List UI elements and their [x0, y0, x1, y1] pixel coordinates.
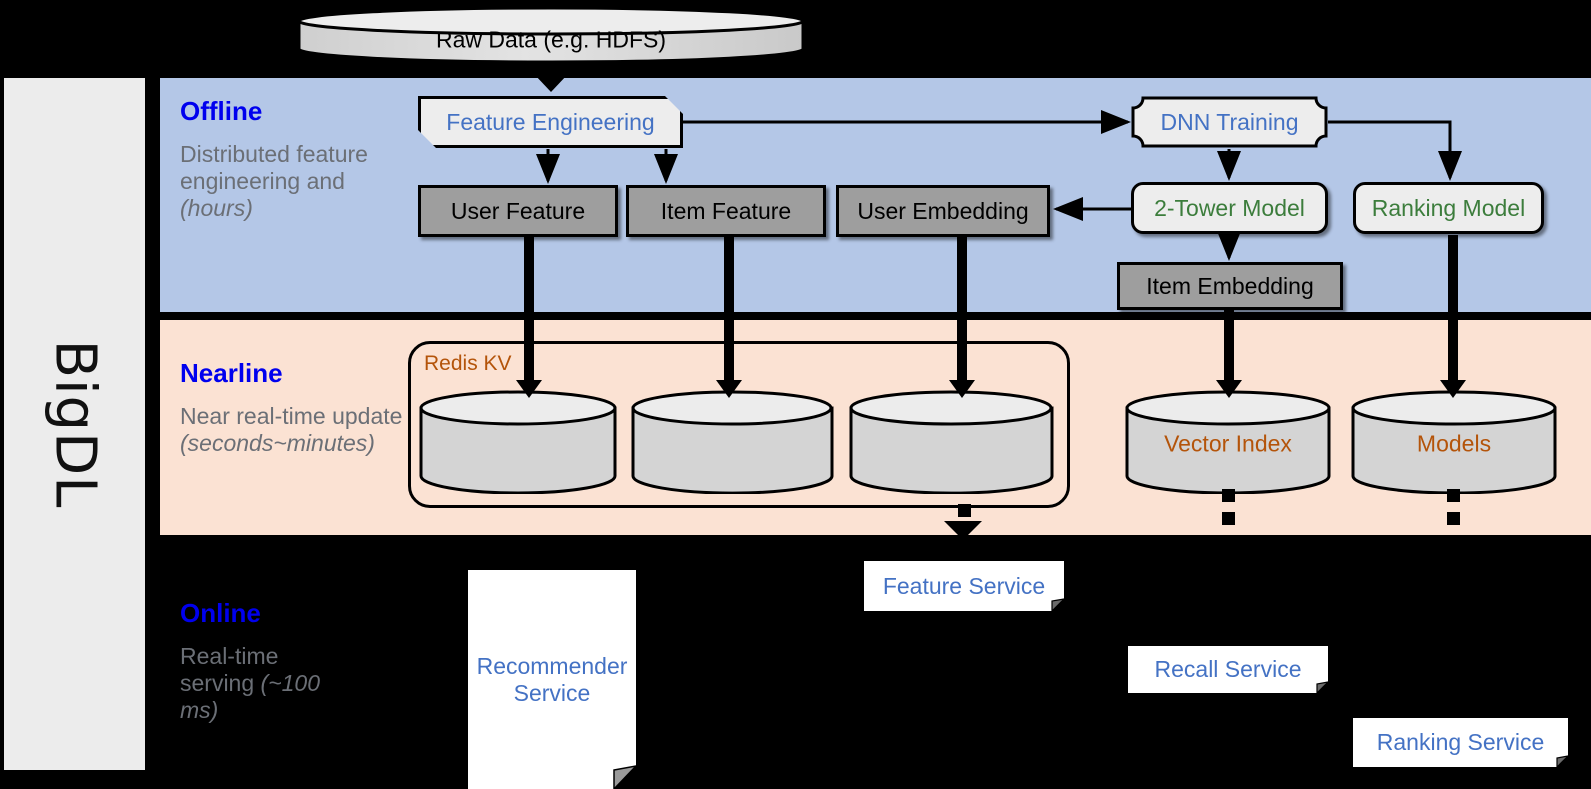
kv-store-cylinder-1[interactable]: [418, 390, 618, 494]
user-embedding-label: User Embedding: [857, 197, 1029, 224]
feature-engineering-label: Feature Engineering: [446, 108, 655, 135]
vector-index-cylinder[interactable]: Vector Index: [1124, 390, 1332, 494]
nearline-subtitle: Near real-time update (seconds~minutes): [180, 403, 403, 457]
kv-store-cylinder-2[interactable]: [630, 390, 835, 494]
redis-kv-label: Redis KV: [424, 352, 512, 375]
item-embedding-box[interactable]: Item Embedding: [1117, 262, 1343, 310]
dnn-training-box[interactable]: DNN Training: [1131, 96, 1328, 148]
nearline-title: Nearline: [180, 358, 283, 388]
bigdl-sidebar: BigDL: [4, 78, 145, 770]
feature-service-box[interactable]: Feature Service: [864, 561, 1064, 611]
item-feature-box[interactable]: Item Feature: [626, 185, 826, 237]
models-cylinder[interactable]: Models: [1350, 390, 1558, 494]
feature-engineering-box[interactable]: Feature Engineering: [418, 96, 683, 148]
two-tower-model-label: 2-Tower Model: [1154, 194, 1305, 221]
nearline-title-group: Nearline Near real-time update (seconds~…: [180, 358, 405, 457]
online-subtitle: Real-time serving (~100 ms): [180, 643, 321, 724]
item-feature-label: Item Feature: [660, 197, 792, 224]
recall-service-box[interactable]: Recall Service: [1128, 646, 1328, 693]
recommender-service-box[interactable]: Recommender Service: [468, 570, 636, 789]
ranking-service-label: Ranking Service: [1376, 729, 1545, 756]
recall-service-label: Recall Service: [1154, 656, 1302, 683]
dnn-training-label: DNN Training: [1160, 108, 1299, 135]
offline-title: Offline: [180, 96, 263, 126]
vector-index-label: Vector Index: [1164, 430, 1292, 457]
raw-data-label: Raw Data (e.g. HDFS): [435, 26, 667, 53]
raw-data-cylinder: Raw Data (e.g. HDFS): [296, 6, 806, 64]
models-label: Models: [1416, 430, 1492, 457]
kv-store-cylinder-3[interactable]: [848, 390, 1055, 494]
ranking-model-box[interactable]: Ranking Model: [1353, 182, 1544, 234]
feature-service-label: Feature Service: [882, 572, 1046, 599]
online-title-group: Online Real-time serving (~100 ms): [180, 598, 330, 724]
user-feature-label: User Feature: [450, 197, 586, 224]
two-tower-model-box[interactable]: 2-Tower Model: [1131, 182, 1328, 234]
item-embedding-label: Item Embedding: [1146, 272, 1314, 299]
user-feature-box[interactable]: User Feature: [418, 185, 618, 237]
user-embedding-box[interactable]: User Embedding: [836, 185, 1050, 237]
ranking-model-label: Ranking Model: [1371, 194, 1526, 221]
bigdl-label: BigDL: [42, 339, 107, 509]
ranking-service-box[interactable]: Ranking Service: [1353, 718, 1568, 767]
offline-title-group: Offline Distributed feature engineering …: [180, 96, 385, 222]
recommender-service-label: Recommender Service: [476, 653, 628, 706]
offline-subtitle: Distributed feature engineering and (hou…: [180, 141, 368, 222]
redis-kv-container: [408, 341, 1070, 508]
online-title: Online: [180, 598, 261, 628]
